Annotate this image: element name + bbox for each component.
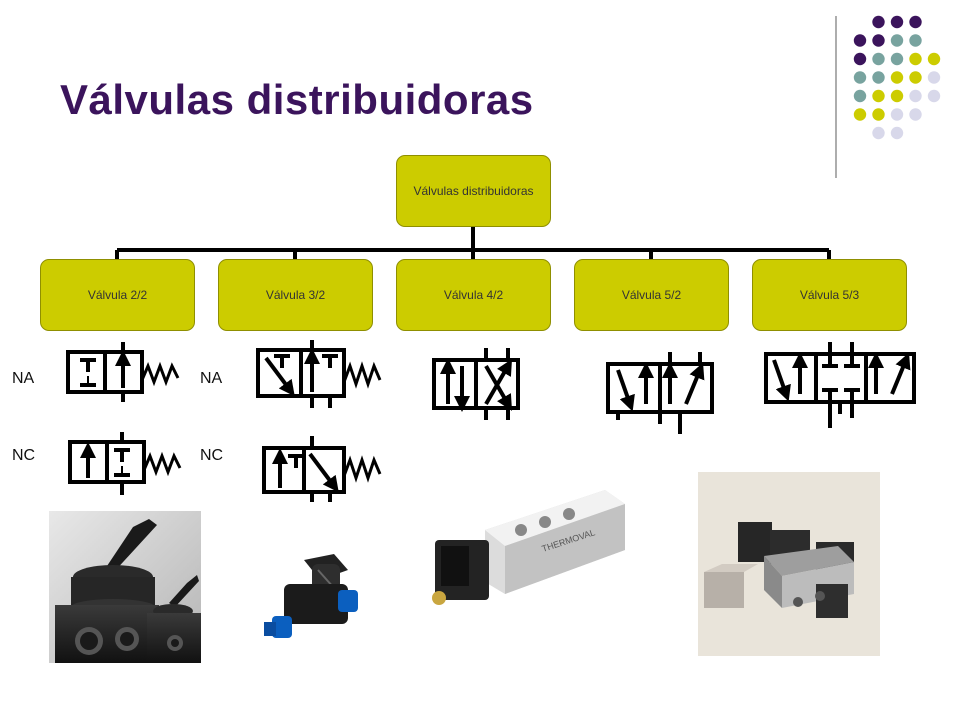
decorative-dot (909, 108, 922, 121)
decorative-dot (853, 34, 867, 47)
decorative-dot (853, 52, 867, 66)
node-label: Válvula 3/2 (265, 288, 326, 302)
valve-3-2-na-symbol (256, 340, 382, 408)
decorative-dot (872, 15, 885, 29)
solenoid-valve-photo: THERMOVAL (425, 490, 633, 610)
decorative-dot (890, 108, 904, 121)
label-3-2-na: NA (200, 370, 223, 387)
decorative-dot (890, 126, 904, 140)
decorative-dot (909, 52, 922, 66)
node-valvula-5-3: Válvula 5/3 (752, 259, 907, 331)
node-label: Válvula 4/2 (443, 288, 504, 302)
decorative-dot (909, 89, 922, 103)
decorative-dot (872, 89, 885, 103)
decorative-dot (927, 71, 941, 84)
decorative-dot (872, 126, 885, 140)
node-label: Válvula 5/2 (621, 288, 682, 302)
slide-title: Válvulas distribuidoras (60, 76, 534, 123)
decorative-dot (909, 34, 922, 47)
decorative-dot (853, 71, 867, 84)
decorative-dot (890, 15, 904, 29)
manual-lever-valve-photo (49, 511, 201, 663)
decorative-dot (853, 89, 867, 103)
node-label: Válvula 5/3 (799, 288, 860, 302)
decorative-dot (890, 71, 904, 84)
decorative-dot (890, 34, 904, 47)
decorative-dot (909, 15, 922, 29)
node-valvula-5-2: Válvula 5/2 (574, 259, 729, 331)
quarter-turn-valve-photo (264, 550, 364, 650)
valve-2-2-nc-symbol (68, 432, 182, 495)
label-3-2-nc: NC (200, 447, 224, 464)
decorative-dot (872, 71, 885, 84)
root-node: Válvulas distribuidoras (396, 155, 551, 227)
valve-2-2-na-symbol (66, 342, 180, 402)
root-node-label: Válvulas distribuidoras (413, 184, 534, 198)
valve-5-3-symbol (764, 342, 916, 428)
node-valvula-3-2: Válvula 3/2 (218, 259, 373, 331)
decorative-dot (927, 52, 941, 66)
label-2-2-nc: NC (12, 447, 36, 464)
valve-3-2-nc-symbol (262, 436, 382, 502)
node-valvula-4-2: Válvula 4/2 (396, 259, 551, 331)
label-2-2-na: NA (12, 370, 35, 387)
decorative-dot (872, 108, 885, 121)
decorative-dot (872, 34, 885, 47)
decorative-dot (909, 71, 922, 84)
valve-manifold-photo (698, 472, 880, 656)
decorative-dot (853, 108, 867, 121)
decorative-dot (872, 52, 885, 66)
valve-5-2-symbol (606, 352, 714, 434)
node-valvula-2-2: Válvula 2/2 (40, 259, 195, 331)
node-label: Válvula 2/2 (87, 288, 148, 302)
decorative-dot (927, 89, 941, 103)
decorative-dot (890, 89, 904, 103)
decorative-dot (890, 52, 904, 66)
valve-4-2-symbol (432, 348, 520, 420)
